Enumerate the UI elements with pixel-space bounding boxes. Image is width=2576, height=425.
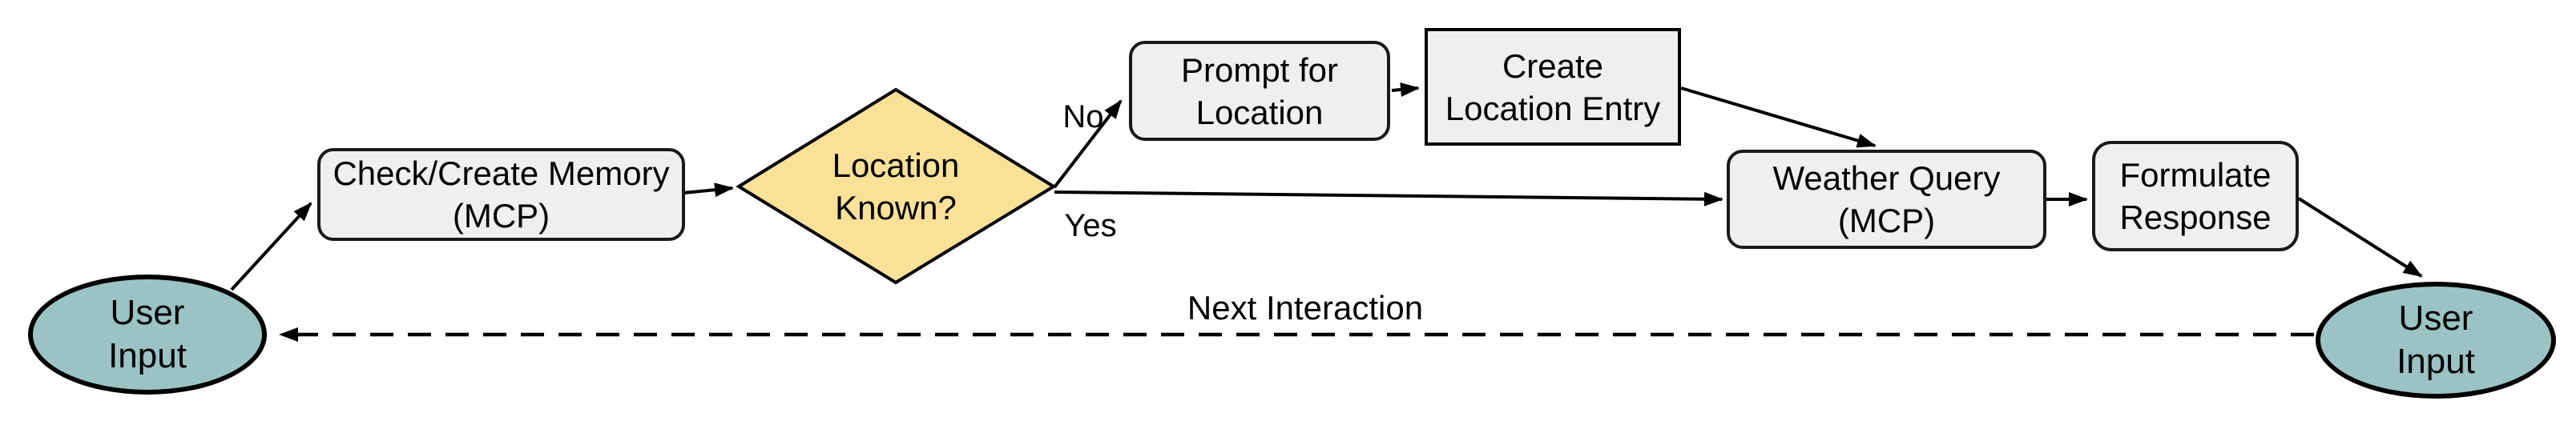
node-label-line: User (2398, 299, 2473, 338)
edge-formulate-response-to-user-input (2297, 197, 2423, 278)
edge-label-yes: Yes (1064, 208, 1117, 243)
node-label-line: Response (2119, 198, 2272, 236)
node-prompt-for-location: Prompt for Location (1129, 41, 1390, 141)
node-label-line: (MCP) (452, 197, 550, 235)
node-check-create-memory: Check/Create Memory (MCP) (317, 148, 685, 241)
decision-diamond-shape (736, 87, 1057, 285)
edge-label-next-interaction: Next Interaction (1187, 289, 1424, 327)
edge-no-to-prompt-for-location (1053, 99, 1123, 189)
node-label-line: Check/Create Memory (333, 154, 670, 192)
node-label-line: Known? (835, 189, 957, 227)
node-label-line: Create (1502, 46, 1604, 85)
edge-user-input-to-check-memory (230, 202, 312, 291)
node-label-line: Location (832, 146, 960, 184)
node-location-known: Location Known? (776, 140, 1016, 233)
node-label-line: Location (1195, 93, 1324, 131)
node-create-location-entry: Create Location Entry (1425, 28, 1681, 146)
node-formulate-response: Formulate Response (2092, 141, 2299, 251)
node-label-line: User (110, 293, 185, 332)
edge-yes-to-weather-query (1054, 190, 1723, 206)
node-user-input-right: User Input (2316, 282, 2556, 399)
node-label-line: Input (2397, 342, 2475, 381)
node-label-line: Input (108, 336, 187, 375)
edge-check-memory-to-location-known (683, 182, 734, 198)
edge-create-entry-to-weather-query (1680, 86, 1877, 148)
edge-label-no: No (1062, 99, 1104, 134)
node-label-line: Weather Query (1772, 159, 2001, 197)
node-weather-query: Weather Query (MCP) (1727, 150, 2046, 249)
node-label-line: Formulate (2119, 156, 2272, 194)
node-label-line: Prompt for (1180, 50, 1339, 89)
node-user-input-left: User Input (28, 275, 267, 395)
node-label-line: (MCP) (1837, 202, 1936, 239)
edge-prompt-to-create-entry (1391, 82, 1420, 97)
node-label-line: Location Entry (1445, 89, 1661, 127)
